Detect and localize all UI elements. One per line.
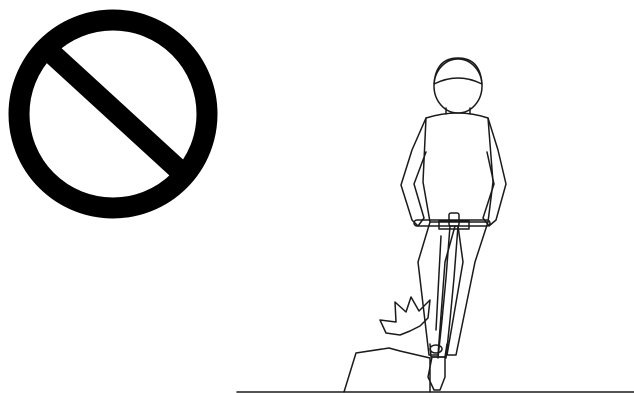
rider-left-arm: [401, 118, 426, 226]
scooter-handlebar: [414, 213, 490, 229]
scooter-light: [430, 345, 442, 353]
scooter-rider-icon: [401, 58, 506, 390]
rider-right-arm: [483, 118, 506, 226]
curb-obstacle-icon: [344, 348, 430, 392]
rider-head: [434, 58, 482, 114]
rider-torso: [423, 113, 493, 222]
